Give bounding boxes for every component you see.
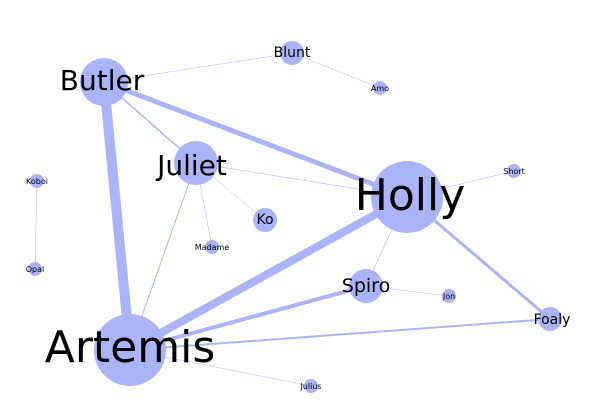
label-mo: Amo (371, 84, 389, 93)
label-artemis: Artemis (45, 322, 216, 373)
node-mo (373, 81, 387, 95)
edge-blunt-mo (291, 52, 381, 89)
node-julius (304, 379, 318, 393)
graph-labels: Artemis Holly Butler Juliet Spiro Blunt … (26, 45, 571, 391)
node-butler (80, 58, 128, 106)
graph-edges (34, 52, 552, 387)
label-opal: Opal (26, 265, 45, 274)
edge-butler-blunt (103, 52, 293, 83)
node-blunt (280, 41, 304, 65)
label-butler: Butler (60, 64, 145, 97)
graph-nodes (28, 41, 562, 393)
node-artemis (94, 314, 166, 386)
label-holly: Holly (355, 170, 466, 221)
edge-butler-holly (101, 79, 410, 200)
label-jon: Jon (442, 292, 455, 301)
edge-artemis-spiro (128, 284, 368, 352)
node-short (507, 164, 521, 178)
label-koboi: Koboi (26, 177, 48, 186)
label-madame: Madame (195, 243, 230, 252)
edge-koboi-opal (34, 180, 38, 270)
edge-artemis-holly (126, 193, 411, 354)
node-juliet (174, 141, 218, 185)
node-jon (442, 289, 456, 303)
node-madame (205, 240, 219, 254)
label-spiro: Spiro (342, 275, 390, 297)
label-foaly: Foaly (534, 312, 571, 328)
edge-butler-artemis (99, 77, 135, 355)
node-holly (371, 161, 443, 233)
node-koboi (30, 174, 44, 188)
node-opal (28, 262, 42, 276)
node-spiro (349, 269, 383, 303)
label-ko: Ko (256, 212, 273, 228)
edge-artemis-foaly (129, 318, 551, 351)
label-julius: Julius (299, 382, 321, 391)
label-juliet: Juliet (155, 149, 227, 182)
label-blunt: Blunt (274, 45, 311, 61)
node-ko (253, 208, 277, 232)
label-short: Short (503, 167, 524, 176)
node-foaly (538, 307, 562, 331)
